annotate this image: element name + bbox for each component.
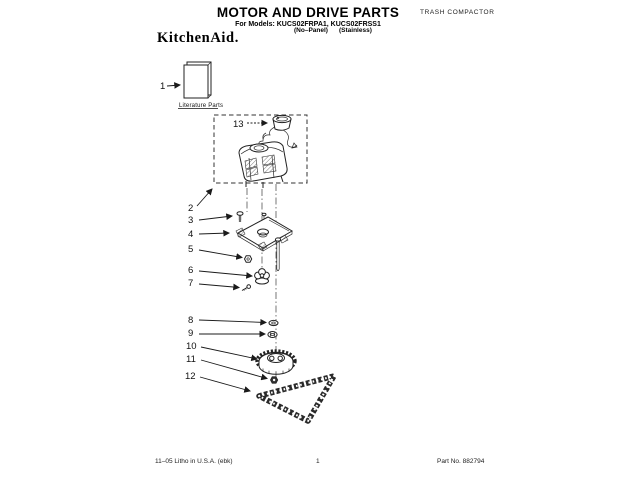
washer-part	[268, 319, 279, 327]
mounting-plate-part	[235, 212, 293, 252]
nut-part-9	[267, 331, 278, 338]
literature-parts-label: Literature Parts	[179, 103, 223, 109]
callout-7: 7	[188, 278, 193, 289]
nut-part-5	[243, 255, 253, 263]
chain-part	[256, 373, 337, 424]
screw-part-7	[241, 284, 251, 291]
page-number: 1	[316, 458, 320, 465]
stainless-variant-label: (Stainless)	[339, 27, 372, 34]
callout-9: 9	[188, 328, 193, 339]
part-number: Part No. 882794	[437, 458, 485, 465]
category-label: TRASH COMPACTOR	[420, 9, 495, 16]
callout-3: 3	[188, 215, 193, 226]
callouts: 1 13 2 3 4 5 6 7 8 9 10 11 12	[160, 81, 269, 393]
callout-12: 12	[185, 371, 196, 382]
callout-6: 6	[188, 265, 193, 276]
callout-4: 4	[188, 229, 193, 240]
nut-part-11	[270, 376, 279, 384]
callout-13: 13	[233, 119, 244, 130]
motor-wires	[258, 126, 298, 149]
litho-note: 11–05 Litho in U.S.A. (ebk)	[155, 458, 233, 465]
callout-10: 10	[186, 341, 197, 352]
motor-assembly-group	[213, 114, 308, 188]
callout-2: 2	[188, 203, 193, 214]
brand-logo: KitchenAid.	[157, 30, 239, 46]
coupling-part	[254, 268, 270, 285]
page-title: MOTOR AND DRIVE PARTS	[216, 5, 400, 20]
callout-1: 1	[160, 81, 165, 92]
literature-part: Literature Parts	[178, 61, 223, 109]
motor-part	[238, 141, 288, 188]
callout-11: 11	[186, 354, 196, 365]
capacitor-part	[272, 114, 292, 131]
panel-variant-label: (No–Panel)	[294, 27, 328, 34]
long-bolt-part	[274, 237, 282, 272]
models-line: For Models: KUCS02FRPA1, KUCS02FRSS1	[235, 21, 381, 28]
callout-8: 8	[188, 315, 193, 326]
header: MOTOR AND DRIVE PARTS For Models: KUCS02…	[0, 5, 616, 28]
screw-part-3	[236, 211, 244, 222]
sprocket-part	[255, 349, 297, 375]
callout-5: 5	[188, 244, 193, 255]
